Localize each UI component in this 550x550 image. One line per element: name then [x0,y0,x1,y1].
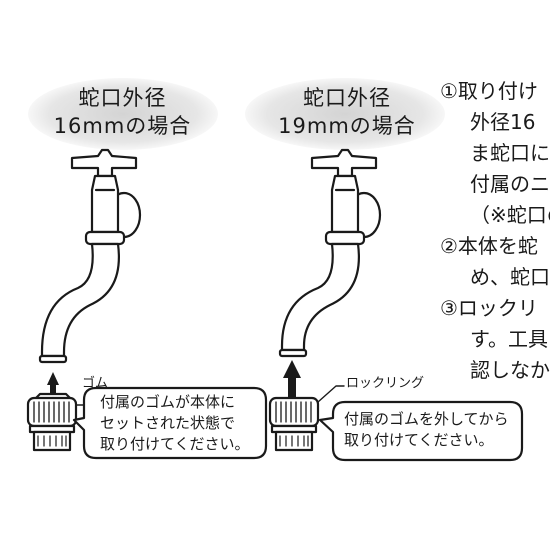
right-callout-text: 付属のゴムを外してから 取り付けてください。 [344,409,509,451]
left-faucet-icon [38,148,142,364]
step-line-9: す。工具 [470,327,548,351]
left-connector-icon [26,396,78,452]
left-title: 蛇口外径 16mmの場合 [40,84,205,140]
step-line-7: め、蛇口 [470,265,550,289]
left-title-background [28,78,218,150]
step-line-8: ③ロックリ [440,296,538,320]
right-title-line2: 19mmの場合 [278,114,416,138]
right-part-label: ロックリング [346,376,425,391]
step-line-3: ま蛇口に [470,141,550,165]
left-note-line2: セットされた状態で [100,414,236,432]
instruction-steps: ①取り付け 外径16 ま蛇口に 付属のニ （※蛇口の ②本体を蛇 め、蛇口 ③ロ… [440,76,550,386]
step-line-2: 外径16 [470,110,536,134]
right-callout-bubble [318,400,524,462]
step-line-6: ②本体を蛇 [440,234,538,258]
step-line-4: 付属のニ [470,172,550,196]
right-title-line1: 蛇口外径 [303,86,391,110]
right-title-background [245,78,445,150]
step-line-10: 認しなか [470,358,550,382]
right-note-line1: 付属のゴムを外してから [344,410,509,428]
left-note-line1: 付属のゴムが本体に [100,393,236,411]
left-callout-bubble [72,386,268,460]
right-note-line2: 取り付けてください。 [344,431,494,449]
right-title: 蛇口外径 19mmの場合 [262,84,432,140]
left-up-arrow-icon [47,372,59,394]
right-up-arrow-icon [283,360,301,414]
lock-ring-icon [317,385,345,403]
step-line-5: （※蛇口の [470,203,550,227]
right-faucet-icon [278,148,382,358]
left-callout-text: 付属のゴムが本体に セットされた状態で 取り付けてください。 [100,392,250,455]
left-part-label: ゴム [82,376,109,391]
left-title-line2: 16mmの場合 [53,114,192,138]
left-title-line1: 蛇口外径 [78,86,167,110]
left-note-line3: 取り付けてください。 [100,435,250,453]
step-line-1: ①取り付け [440,79,538,103]
right-connector-icon [268,396,320,452]
